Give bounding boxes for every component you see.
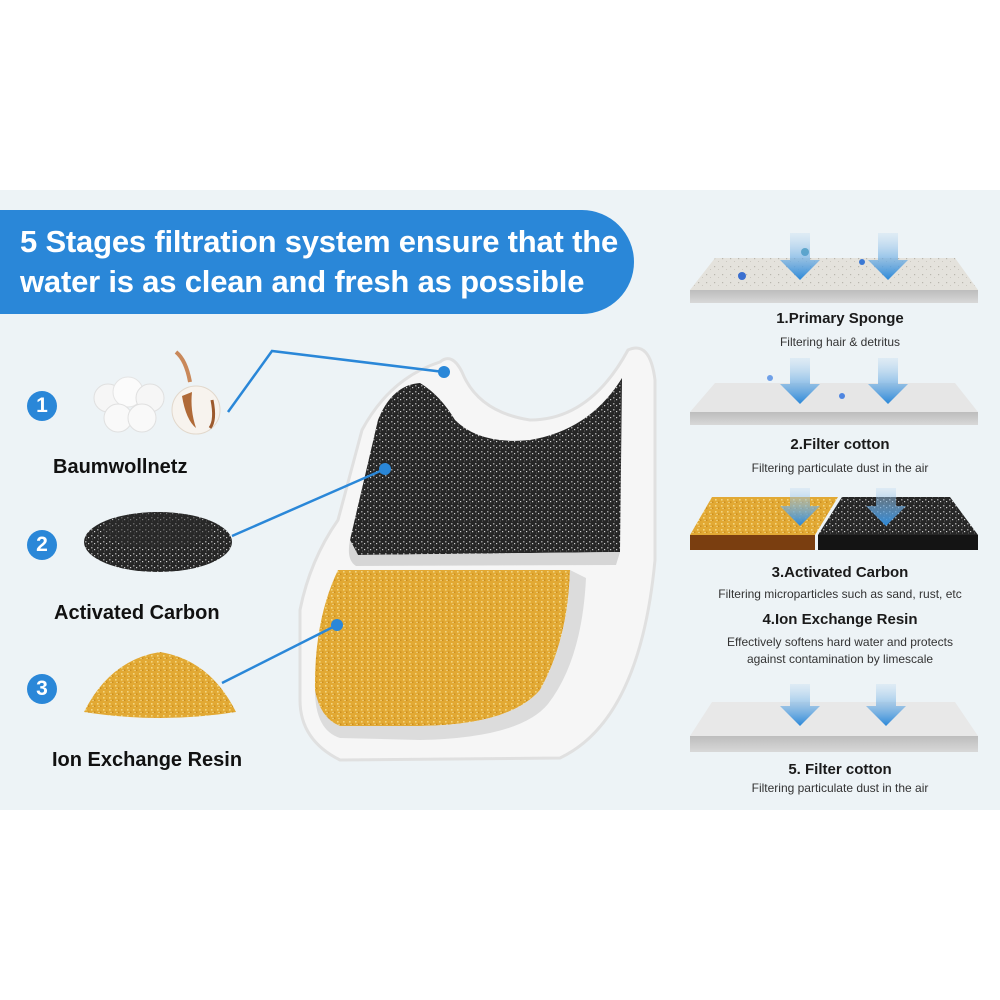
stage-1-title: 1.Primary Sponge: [776, 310, 904, 327]
stage-3-title: 3.Activated Carbon: [771, 564, 909, 581]
material-3-label: Ion Exchange Resin: [52, 749, 243, 771]
stage-2-description: Filtering particulate dust in the air: [751, 461, 929, 475]
leader-lines: [221, 349, 445, 685]
cotton-boll-icon: [93, 350, 221, 435]
filter-cartridge-illustration: [298, 346, 657, 762]
carbon-pile-icon: [84, 512, 232, 572]
stage-4-description-line-2: against contamination by limescale: [746, 652, 934, 666]
stage-4-description-line-1: Effectively softens hard water and prote…: [727, 635, 953, 649]
stage-5-title: 5. Filter cotton: [788, 761, 892, 778]
stage-3-4-slab: [690, 497, 978, 550]
leader-dots: [331, 366, 450, 631]
stage-1-description: Filtering hair & detritus: [779, 335, 901, 349]
material-2-number-badge: 2: [27, 530, 57, 560]
headline-banner: [0, 210, 634, 314]
material-2-label: Activated Carbon: [54, 602, 220, 624]
stage-2-title: 2.Filter cotton: [790, 436, 890, 453]
material-3-number-badge: 3: [27, 674, 57, 704]
material-1-label: Baumwollnetz: [53, 456, 188, 478]
headline-text: 5 Stages filtration system ensure that t…: [20, 222, 630, 302]
resin-pile-icon: [84, 652, 236, 718]
headline-line-2: water is as clean and fresh as possible: [20, 264, 585, 299]
stage-2-slab: [690, 375, 978, 425]
stage-4-title: 4.Ion Exchange Resin: [762, 611, 918, 628]
material-1-number-badge: 1: [27, 391, 57, 421]
stage-5-description: Filtering particulate dust in the air: [751, 781, 929, 795]
stage-1-slab: [690, 248, 978, 303]
headline-line-1: 5 Stages filtration system ensure that t…: [20, 224, 618, 259]
stage-3-description: Filtering microparticles such as sand, r…: [718, 587, 962, 601]
flow-arrows: [780, 233, 908, 726]
stage-5-slab: [690, 702, 978, 752]
